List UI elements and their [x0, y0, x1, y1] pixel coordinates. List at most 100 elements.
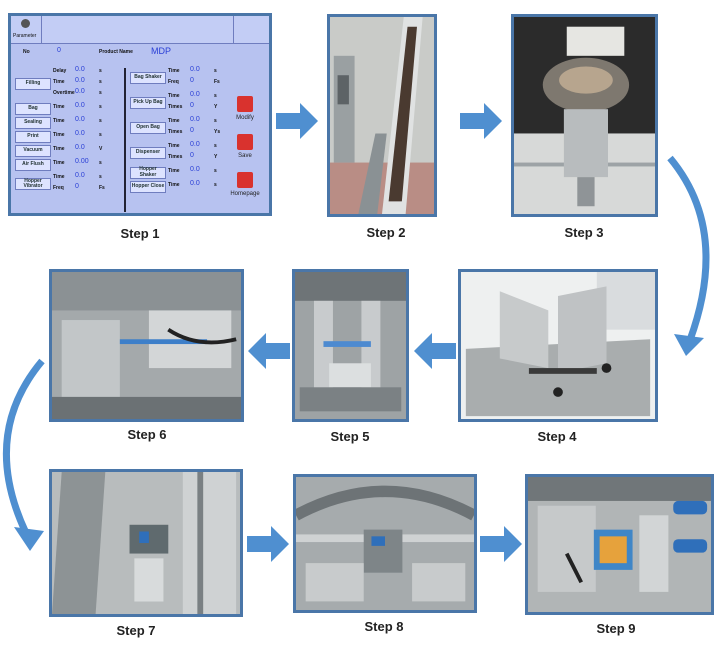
hmi-param-button[interactable]: Bag — [15, 102, 51, 115]
hmi-param-button[interactable]: Hopper Shaker — [130, 166, 166, 179]
step-3-photo — [511, 14, 658, 217]
hmi-field-value: 0 — [190, 102, 194, 109]
step-7-photo — [49, 469, 243, 617]
hmi-field-unit: s — [214, 68, 217, 74]
hmi-field-value: 0.0 — [75, 172, 85, 179]
hmi-field-unit: Y — [214, 154, 218, 160]
hmi-field-unit: s — [214, 143, 217, 149]
hmi-header-title-area — [41, 16, 234, 43]
hmi-field-value: 0.0 — [75, 130, 85, 137]
hmi-field-value: 0 — [190, 152, 194, 159]
hmi-field-unit: s — [99, 174, 102, 180]
hmi-field-unit: s — [99, 79, 102, 85]
step-9-photo — [525, 474, 714, 615]
hmi-param-button[interactable]: Dispenser — [130, 147, 166, 159]
hmi-field-label: Times — [168, 104, 183, 110]
hmi-field-unit: s — [214, 118, 217, 124]
hmi-field-unit: s — [99, 132, 102, 138]
hmi-field-unit: s — [99, 68, 102, 74]
hmi-field-label: Time — [168, 93, 180, 99]
hmi-side-homepage-icon[interactable] — [237, 172, 253, 188]
hmi-field-unit: V — [99, 146, 103, 152]
hmi-field-label: Time — [53, 79, 65, 85]
hmi-field-unit: s — [99, 90, 102, 96]
hmi-side-modify-icon[interactable] — [237, 96, 253, 112]
step-5-photo — [292, 269, 409, 422]
hmi-field-unit: s — [99, 104, 102, 110]
hmi-field-label: Time — [168, 143, 180, 149]
hmi-product-name-label: Product Name — [99, 49, 133, 55]
hmi-field-label: Time — [53, 118, 65, 124]
step-9-caption: Step 9 — [596, 621, 636, 636]
hmi-field-value: 0.0 — [75, 116, 85, 123]
hmi-param-button[interactable]: Hopper Close — [130, 180, 166, 193]
hmi-field-unit: s — [214, 168, 217, 174]
hmi-side-save-label[interactable]: Save — [238, 153, 252, 159]
step-7-caption: Step 7 — [116, 623, 156, 638]
hmi-field-value: 0 — [190, 77, 194, 84]
arrow-step1-to-step2 — [276, 103, 318, 139]
step-8-photo — [293, 474, 477, 613]
step-5-caption: Step 5 — [330, 429, 370, 444]
hmi-field-unit: Fs — [214, 79, 220, 85]
hmi-field-label: Time — [168, 68, 180, 74]
hmi-field-label: Delay — [53, 68, 67, 74]
hmi-field-label: Time — [168, 168, 180, 174]
hmi-param-button[interactable]: Open Bag — [130, 122, 166, 134]
hmi-param-button[interactable]: Vacuum — [15, 144, 51, 157]
hmi-field-value: 0.0 — [190, 180, 200, 187]
hmi-side-save-icon[interactable] — [237, 134, 253, 150]
arrow-step4-to-step5 — [414, 333, 456, 369]
hmi-param-button[interactable]: Filling — [15, 77, 51, 90]
hmi-field-unit: Fs — [99, 185, 105, 191]
hmi-field-label: Freq — [168, 79, 179, 85]
hmi-field-value: 0.0 — [75, 66, 85, 73]
hmi-field-value: 0.0 — [190, 66, 200, 73]
hmi-field-value: 0.00 — [75, 158, 89, 165]
hmi-product-name-value: MDP — [151, 46, 171, 56]
hmi-field-value: 0.0 — [190, 141, 200, 148]
hmi-field-unit: s — [214, 182, 217, 188]
arrow-step2-to-step3 — [460, 103, 502, 139]
hmi-field-label: Time — [168, 182, 180, 188]
hmi-param-button[interactable]: Pick Up Bag — [130, 97, 166, 109]
step-6-caption: Step 6 — [127, 427, 167, 442]
hmi-field-value: 0.0 — [75, 77, 85, 84]
step-4-caption: Step 4 — [537, 429, 577, 444]
hmi-no-label: No — [23, 49, 30, 55]
hmi-field-unit: s — [99, 118, 102, 124]
hmi-column-divider — [124, 68, 126, 212]
hmi-param-button[interactable]: Print — [15, 130, 51, 143]
step-6-photo — [49, 269, 244, 422]
hmi-field-unit: Y — [214, 104, 218, 110]
arrow-step8-to-step9 — [480, 526, 522, 562]
hmi-header: Parameter — [11, 16, 269, 44]
hmi-param-button[interactable]: Bag Shaker — [130, 72, 166, 84]
hmi-field-value: 0 — [75, 183, 79, 190]
hmi-field-value: 0 — [190, 127, 194, 134]
hmi-side-homepage-label[interactable]: Homepage — [230, 191, 260, 197]
step-2-caption: Step 2 — [366, 225, 406, 240]
hmi-field-unit: Ys — [214, 129, 221, 135]
step-3-caption: Step 3 — [564, 225, 604, 240]
hmi-field-label: Time — [168, 118, 180, 124]
arrow-step3-to-step4-curved — [667, 155, 710, 356]
hmi-field-value: 0.0 — [190, 166, 200, 173]
hmi-field-label: Freq — [53, 185, 64, 191]
hmi-side-modify-label[interactable]: Modify — [236, 115, 254, 121]
hmi-field-value: 0.0 — [75, 88, 85, 95]
hmi-field-label: Time — [53, 160, 65, 166]
arrow-step7-to-step8 — [247, 526, 289, 562]
step-4-photo — [458, 269, 658, 422]
gear-icon — [21, 19, 30, 28]
hmi-param-button[interactable]: Hopper Vibrator — [15, 178, 51, 190]
hmi-param-button[interactable]: Sealing — [15, 116, 51, 129]
hmi-parameter-button[interactable]: Parameter — [11, 16, 42, 43]
hmi-field-label: Time — [53, 146, 65, 152]
arrow-step6-to-step7-curved — [2, 358, 45, 551]
hmi-param-button[interactable]: Air Flush — [15, 158, 51, 171]
step-8-caption: Step 8 — [364, 619, 404, 634]
hmi-field-unit: s — [214, 93, 217, 99]
hmi-field-label: Time — [53, 132, 65, 138]
